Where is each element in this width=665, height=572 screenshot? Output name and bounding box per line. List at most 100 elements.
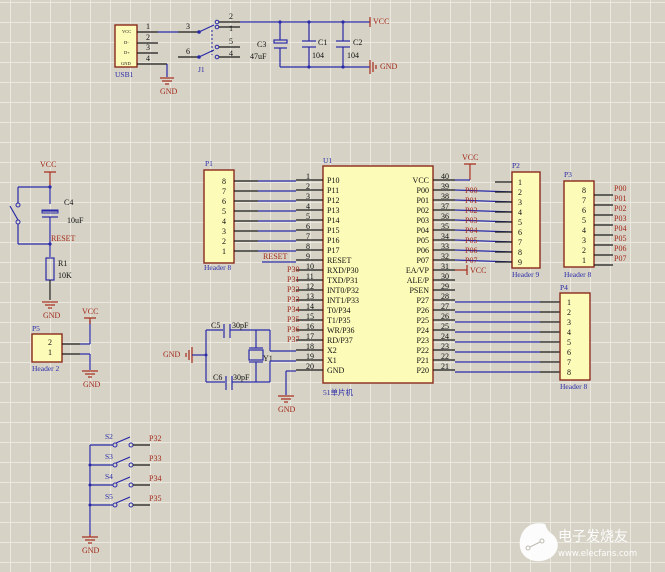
u1-pin-num: 22 [441,352,449,361]
p4-pin-num: 5 [567,338,571,347]
u1-pin-num: 37 [441,202,449,211]
p5-type: Header 2 [32,364,60,373]
c3-designator: C3 [257,40,266,49]
u1-pin-num: 16 [306,322,314,331]
supply-vcc-label: VCC [373,17,389,26]
u1-pin-name: P14 [327,216,339,225]
u1-pin-num: 40 [441,172,449,181]
p1-reset-label: RESET [263,252,288,261]
u1-pin-name: P25 [417,316,429,325]
usb-pin-num-1: 1 [146,22,150,31]
reset-circuit: VCC S1 C4 10uF RESET R1 10K [0,160,84,320]
u1-pin-name: PSEN [409,286,429,295]
p5-gnd-label: GND [83,380,101,389]
p4-pin-num: 6 [567,348,571,357]
gnd-icon [82,370,98,378]
j1-pin-1: 1 [229,24,233,33]
button-net-label: P34 [149,474,161,483]
button-designator: S2 [105,432,113,441]
p3-designator: P3 [564,170,572,179]
u1-net-label: P03 [465,216,477,225]
usb-gnd-label: GND [160,87,178,96]
u1-pin-name: P26 [417,306,429,315]
button-designator: S3 [105,452,113,461]
p3-net-label: P05 [614,234,626,243]
u1-pin-name: INT0/P32 [327,286,359,295]
u1-pin-name: INT1/P33 [327,296,359,305]
push-button-s4[interactable]: S4 P34 [88,472,162,488]
power-switch-j1[interactable]: 3 2 1 6 5 4 J1 [178,12,240,74]
p4-pin-num: 7 [567,358,571,367]
u1-pin-num: 8 [306,242,310,251]
u1-pin-num: 34 [441,232,449,241]
p5-pin-2: 2 [48,338,52,347]
u1-pin-num: 32 [441,252,449,261]
u1-pin-num: 18 [306,342,314,351]
p2-pin-num: 2 [518,188,522,197]
usb-body [114,24,138,68]
supply-gnd-label: GND [380,62,398,71]
p1-pin-num: 5 [222,207,226,216]
p3-net-label: P06 [614,244,626,253]
u1-pin-num: 28 [441,292,449,301]
usb-pin-name-2: D- [124,40,129,45]
p2-pin-num: 8 [518,248,522,257]
reset-vcc-label: VCC [40,160,56,169]
j1-pin-5: 5 [229,37,233,46]
u1-pin-name: T0/P34 [327,306,351,315]
reset-switch-s1[interactable] [9,202,21,225]
reset-gnd-label: GND [43,311,61,320]
u1-pin-num: 38 [441,192,449,201]
p3-pin-num: 8 [582,186,586,195]
p1-pin-num: 4 [222,217,226,226]
u1-pin-num: 25 [441,322,449,331]
u1-pin-num: 4 [306,202,310,211]
usb-pin-name-1: VCC [122,29,131,34]
c2-value: 104 [347,51,359,60]
p2-designator: P2 [512,161,520,170]
u1-pin-name: P20 [417,366,429,375]
p4-designator: P4 [560,283,568,292]
u1-pin-name: P05 [417,236,429,245]
gnd-icon [42,301,58,309]
u1-pin-num: 33 [441,242,449,251]
u1-pin-name: P16 [327,236,339,245]
r1-value: 10K [58,271,72,280]
u1-pin-name: P00 [417,186,429,195]
u1-net-label: P04 [465,226,477,235]
u1-pin-name: P13 [327,206,339,215]
u1-pin-name: P04 [417,226,429,235]
u1-pin-num: 12 [306,282,314,291]
usb-pin-name-3: D+ [124,50,130,55]
c6-designator: C6 [213,373,222,382]
j1-pin-2: 2 [229,12,233,21]
u1-pin-name: P07 [417,256,429,265]
u1-pin-num: 30 [441,272,449,281]
u1-net-label: P33 [287,295,299,304]
button-designator: S4 [105,472,113,481]
u1-pin-num: 9 [306,252,310,261]
u1-net-label: P36 [287,325,299,334]
p4-pin-num: 2 [567,308,571,317]
u1-pin-num: 17 [306,332,314,341]
p2-pin-num: 7 [518,238,522,247]
u1-net-label: P00 [465,186,477,195]
u1-pin-num: 15 [306,312,314,321]
u1-net-label: P31 [287,275,299,284]
p1-pin-num: 2 [222,237,226,246]
p3-pin-num: 4 [582,226,586,235]
c4-designator: C4 [64,198,73,207]
header-p5: P5 2 1 VCC GND Header 2 [31,307,101,389]
u1-pin-num: 14 [306,302,314,311]
usb-connector: USB1 VCC D- D+ GND 1 2 3 4 GND [114,22,178,96]
u1-net-label: P37 [287,335,299,344]
c5-value: 30pF [232,321,249,330]
usb-pin-num-2: 2 [146,33,150,42]
u1-pin-num: 13 [306,292,314,301]
